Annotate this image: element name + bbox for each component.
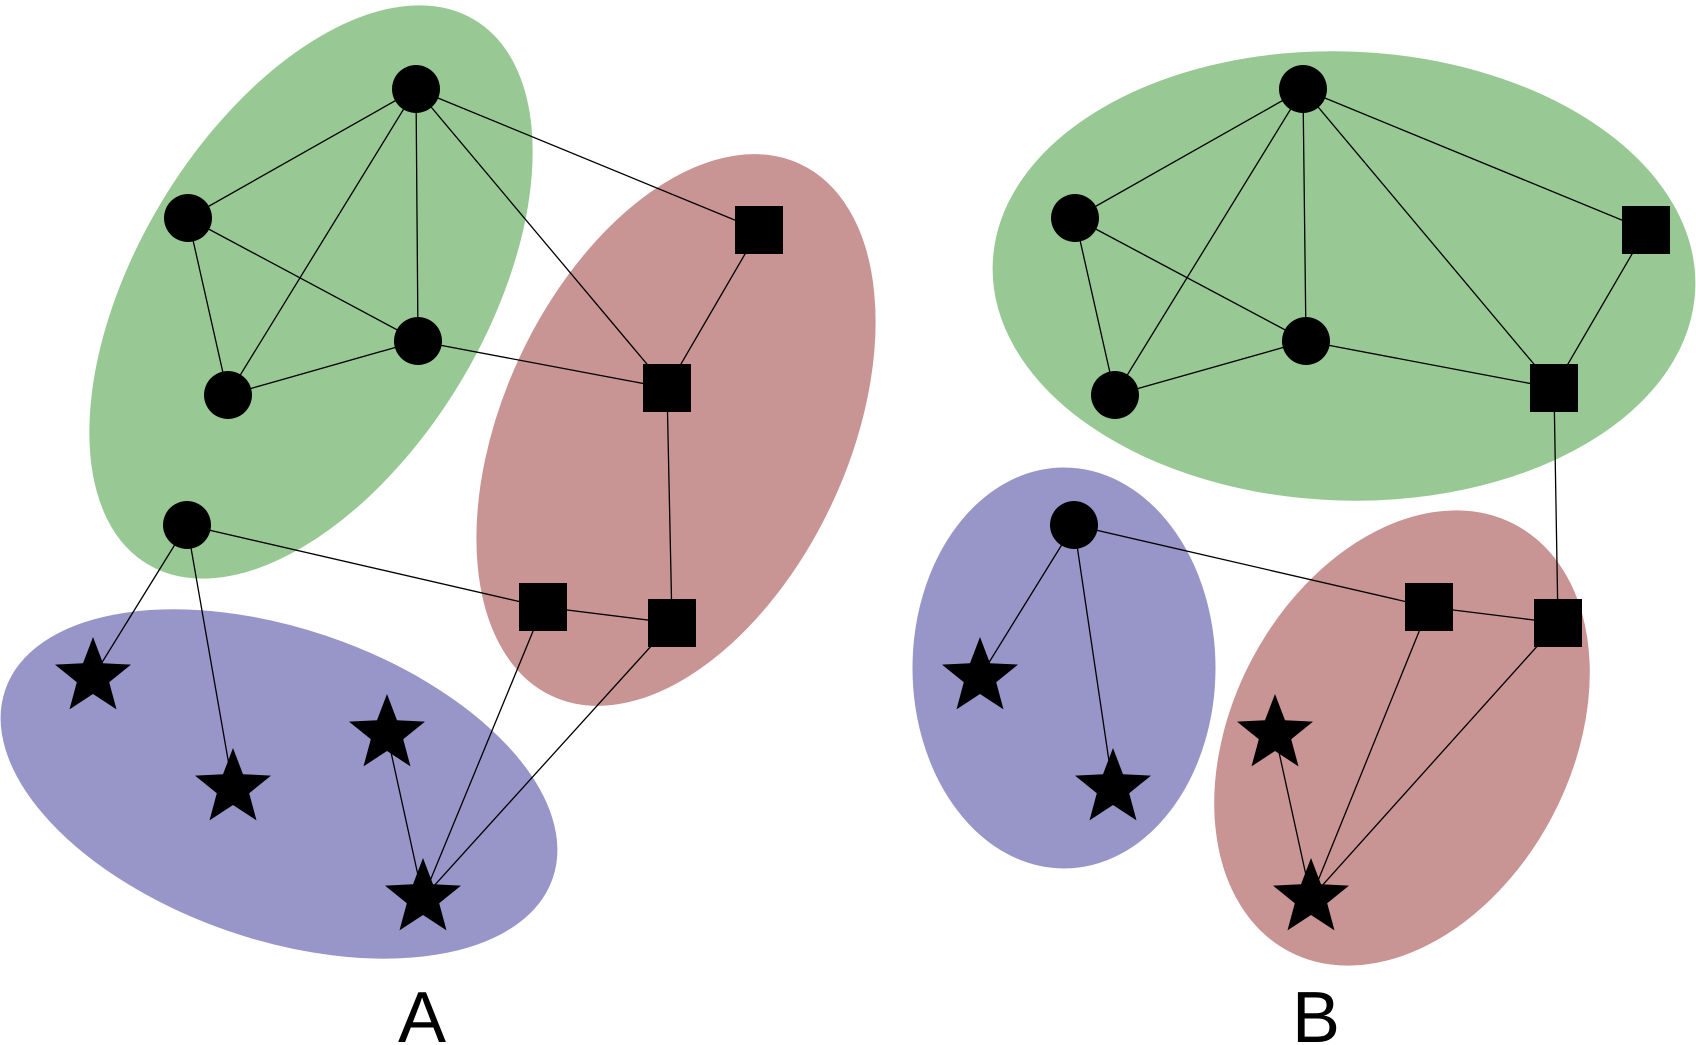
panel-a-circle-node-c1 — [392, 65, 440, 113]
panel-b-edge-c1-s2 — [1302, 88, 1555, 389]
panel-a-edge-c2-c3 — [187, 217, 419, 342]
panel-a-square-node-s1 — [735, 206, 783, 254]
panel-a-edge-c5-t2 — [186, 524, 234, 789]
panel-a — [0, 5, 876, 959]
panel-b-edge-c3-c4 — [1114, 340, 1307, 396]
panel-a-star-node-t3 — [349, 694, 425, 767]
panel-b — [912, 51, 1696, 966]
panel-a-square-node-s3 — [519, 583, 567, 631]
panel-a-red-cluster — [476, 154, 876, 706]
panel-a-edge-c2-c4 — [187, 217, 229, 396]
panel-a-edge-s4-t4 — [422, 622, 673, 899]
panel-a-green-cluster — [89, 5, 533, 579]
panel-a-edge-c1-c4 — [227, 88, 417, 396]
panel-b-edge-s4-t4 — [1310, 622, 1559, 899]
panel-b-edge-c3-s2 — [1305, 340, 1555, 389]
panel-b-circle-node-c5 — [1050, 501, 1098, 549]
panel-b-edge-c2-c4 — [1074, 217, 1116, 396]
panel-a-circle-node-c5 — [163, 501, 211, 549]
panel-b-blue-cluster — [912, 467, 1216, 869]
panel-a-edge-c1-c3 — [415, 88, 419, 342]
panel-b-edge-c1-s1 — [1302, 88, 1647, 231]
panel-b-edge-c5-t1 — [979, 524, 1075, 678]
panel-a-edge-c1-s2 — [415, 88, 668, 389]
panel-a-circle-node-c3 — [394, 317, 442, 365]
panel-a-edge-s2-s4 — [666, 387, 673, 624]
panel-b-label: B — [1292, 978, 1340, 1045]
panel-b-edge-s2-s4 — [1553, 387, 1559, 624]
panel-a-circle-node-c2 — [164, 194, 212, 242]
panel-a-edge-s3-t4 — [422, 606, 544, 899]
panel-a-edge-s1-s2 — [666, 229, 760, 389]
panel-b-green-cluster — [992, 51, 1696, 501]
panel-b-red-cluster — [1214, 510, 1590, 966]
panel-b-edge-c5-t2 — [1073, 524, 1114, 789]
panel-b-square-node-s1 — [1622, 206, 1670, 254]
panel-b-edge-c1-c3 — [1302, 88, 1307, 342]
panel-a-blue-cluster — [0, 609, 558, 959]
panel-b-circle-node-c2 — [1051, 194, 1099, 242]
panel-a-edge-c3-s2 — [417, 340, 668, 389]
panel-a-square-node-s4 — [648, 599, 696, 647]
panel-b-edge-c1-c4 — [1114, 88, 1304, 396]
panel-b-square-node-s4 — [1534, 599, 1582, 647]
panel-a-square-node-s2 — [643, 364, 691, 412]
panel-b-edge-c5-s3 — [1073, 524, 1430, 608]
panel-a-edge-c1-s1 — [415, 88, 760, 231]
panel-b-square-node-s2 — [1530, 364, 1578, 412]
panel-b-edge-c2-c3 — [1074, 217, 1307, 342]
panel-a-edge-c5-t1 — [92, 524, 188, 678]
panel-b-square-node-s3 — [1405, 583, 1453, 631]
panel-b-star-node-t4 — [1273, 858, 1349, 931]
panel-b-star-node-t1 — [942, 637, 1018, 710]
panel-b-star-node-t2 — [1075, 748, 1151, 821]
panel-a-edge-c3-c4 — [227, 340, 419, 396]
panel-b-circle-node-c1 — [1279, 65, 1327, 113]
panel-a-edge-c1-c2 — [187, 88, 417, 219]
panel-b-edge-c1-c2 — [1074, 88, 1304, 219]
panel-b-star-node-t3 — [1237, 694, 1313, 767]
panel-a-edge-c5-s3 — [186, 524, 544, 608]
panel-b-edge-t3-t4 — [1274, 733, 1312, 899]
panel-a-star-node-t4 — [385, 858, 461, 931]
panel-a-edge-t3-t4 — [386, 733, 424, 899]
panel-a-label: A — [398, 978, 446, 1045]
panel-b-circle-node-c4 — [1091, 371, 1139, 419]
panel-a-star-node-t2 — [195, 748, 271, 821]
panel-a-star-node-t1 — [55, 637, 131, 710]
panel-b-edge-s1-s2 — [1553, 229, 1647, 389]
panel-b-edge-s3-t4 — [1310, 606, 1430, 899]
panel-b-circle-node-c3 — [1282, 317, 1330, 365]
panel-a-circle-node-c4 — [204, 371, 252, 419]
